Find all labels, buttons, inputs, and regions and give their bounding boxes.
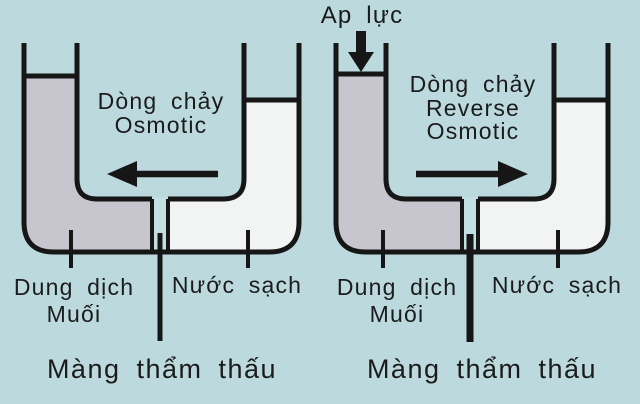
- left-water-label-text: Nước sạch: [171, 272, 303, 298]
- pressure-down-arrow-icon: [348, 31, 374, 72]
- left-flow-label-line2: Osmotic: [114, 111, 208, 138]
- right-clean-water-label: Nước sạch: [491, 272, 623, 298]
- left-flow-label: Dòng chảy Osmotic: [97, 88, 225, 138]
- right-water-label-text: Nước sạch: [491, 272, 623, 298]
- reverse-osmotic-flow-right-arrow-icon: [416, 161, 528, 187]
- left-salt-label-line2: Muối: [46, 300, 102, 327]
- right-flow-label-line1: Dòng chảy: [409, 71, 537, 97]
- right-salt-label-line2: Muối: [369, 300, 425, 327]
- right-membrane-label-text: Màng thẩm thấu: [366, 354, 598, 384]
- membrane-channel: [460, 197, 480, 250]
- right-reverse-osmosis-utube: [333, 31, 611, 342]
- salt-solution-fill: [336, 72, 470, 252]
- right-flow-label-line2: Reverse: [425, 94, 521, 121]
- left-flow-label-line1: Dòng chảy: [97, 88, 225, 114]
- osmotic-flow-left-arrow-icon: [107, 161, 218, 187]
- left-membrane-label-text: Màng thẩm thấu: [46, 354, 278, 384]
- left-clean-water-label: Nước sạch: [171, 272, 303, 298]
- tube-inner-wall-left: [383, 43, 462, 202]
- right-salt-solution-label: Dung dịch Muối: [337, 274, 457, 327]
- left-osmosis-utube: [21, 43, 302, 341]
- left-salt-label-line1: Dung dịch: [13, 274, 135, 300]
- membrane-channel: [150, 197, 170, 250]
- tube-inner-wall-right: [168, 43, 247, 202]
- pressure-label-text: Ap lực: [320, 2, 404, 29]
- tube-inner-wall-right: [478, 43, 557, 202]
- right-membrane-label: Màng thẩm thấu: [367, 355, 597, 383]
- clean-water-fill: [160, 98, 299, 252]
- pressure-label: Ap lực: [321, 4, 404, 28]
- tube-inner-wall-left: [74, 43, 152, 202]
- right-salt-label-line1: Dung dịch: [336, 274, 458, 300]
- right-flow-label: Dòng chảy Reverse Osmotic: [409, 71, 537, 144]
- clean-water-fill: [470, 98, 608, 252]
- left-salt-solution-label: Dung dịch Muối: [14, 274, 134, 327]
- salt-solution-fill: [24, 74, 160, 252]
- left-membrane-label: Màng thẩm thấu: [47, 355, 277, 383]
- right-flow-label-line3: Osmotic: [426, 118, 520, 144]
